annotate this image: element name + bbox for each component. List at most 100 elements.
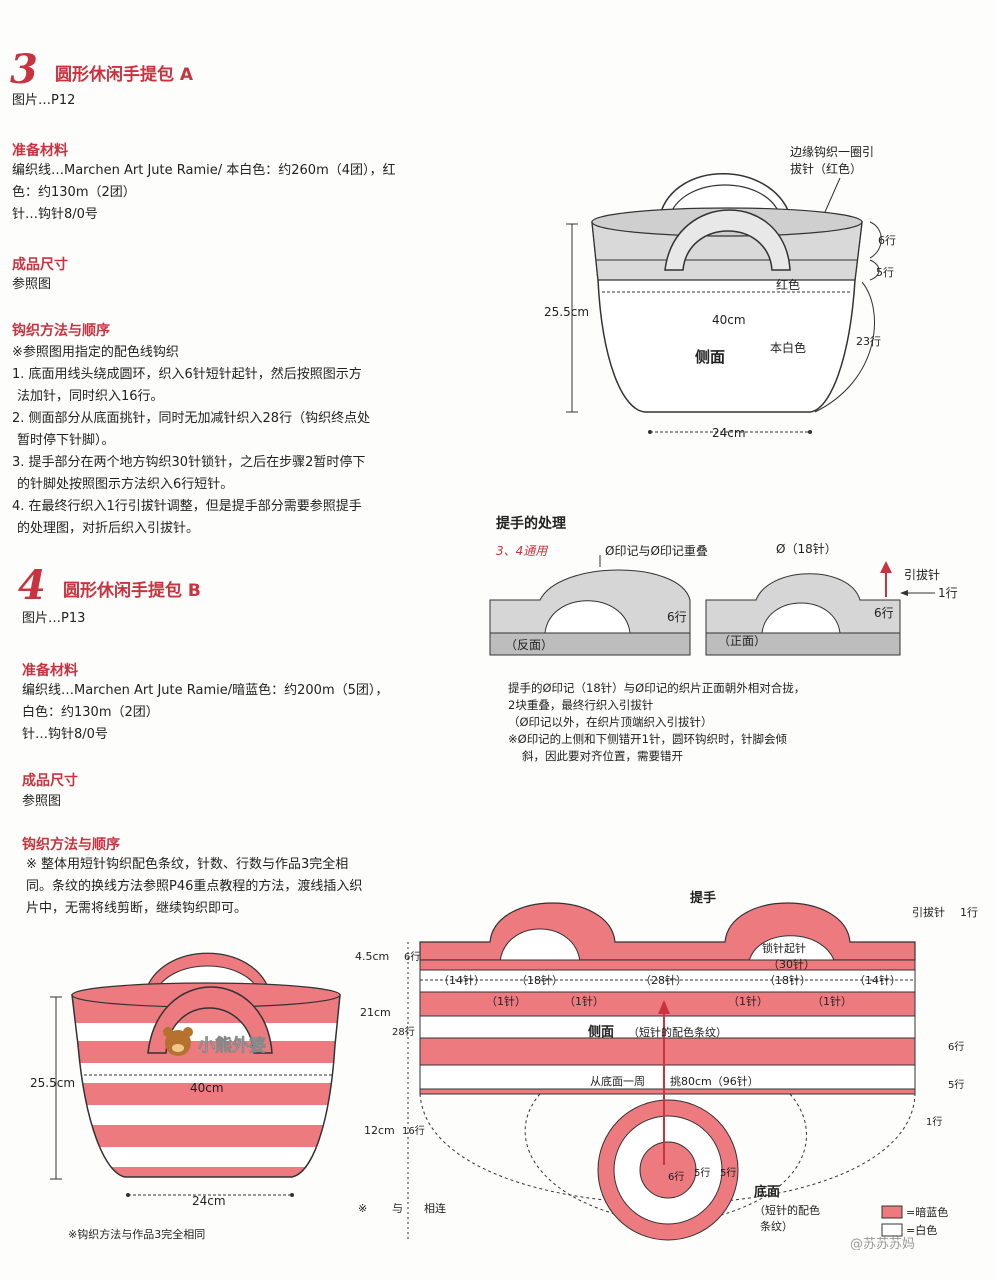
chart-h3: 12cm (364, 1124, 395, 1137)
handle-slip-rows: 1行 (938, 586, 958, 600)
bag-a-height: 25.5cm (544, 305, 589, 319)
materials-line: 色：约130m（2团） (12, 185, 136, 200)
bag-a-label-red: 红色 (776, 277, 800, 292)
chart-connect: 与 (392, 1202, 403, 1215)
bag-b-diagram: 25.5cm 40cm 24cm 小熊外婆 (30, 952, 341, 1208)
bag-a-label-side: 侧面 (695, 348, 725, 366)
handle-diagram: Ø印记与Ø印记重叠 Ø（18针） 引拔针 1行 6行 6行 （反面） （正面） (489, 541, 958, 656)
chart-right-rows: 6行 (948, 1040, 964, 1053)
chart-right-rows: 1行 (926, 1115, 942, 1128)
method-line: 的处理图，对折后织入引拔针。 (17, 521, 200, 536)
handle-note-line: 斜，因此要对齐位置，需要错开 (522, 749, 683, 763)
handle-reverse: （反面） (505, 638, 553, 652)
bag-b-watermark: 小熊外婆 (198, 1035, 266, 1056)
chart-chain-label: 锁针起针 (762, 941, 806, 955)
method-line: ※参照图用指定的配色线钩织 (12, 345, 179, 360)
pattern4-method: ※ 整体用短针钩织配色条纹，针数、行数与作品3完全相 同。条纹的换线方法参照P4… (26, 854, 476, 920)
method-line: 片中，无需将线剪断，继续钩织即可。 (26, 901, 248, 916)
bag-a-width-top: 40cm (712, 313, 746, 327)
chart-h2: 21cm (360, 1006, 391, 1019)
chart-connect-note: ※ (358, 1202, 367, 1215)
chart-st1: （1针） (564, 994, 604, 1008)
method-line: 暂时停下针脚）。 (17, 433, 115, 448)
handle-note-line: 2块重叠，最终行织入引拔针 (508, 698, 654, 712)
method-line: 3. 提手部分在两个地方钩织30针锁针，之后在步骤2暂时停下 (12, 455, 366, 470)
pattern3-method: ※参照图用指定的配色线钩织 1. 底面用线头绕成圆环，织入6针短针起针，然后按照… (12, 342, 472, 540)
bag-a-front-handle (664, 209, 791, 271)
handle-slip-label: 引拔针 (904, 567, 940, 582)
chart-pickup: 从底面一周 (590, 1074, 645, 1088)
handle-note-line: ※Ø印记的上侧和下侧错开1针，圆环钩织时，针脚会倾 (508, 732, 788, 746)
pattern4-materials-heading: 准备材料 (22, 663, 78, 679)
bag-a-rows-bot: 23行 (856, 335, 881, 348)
chart-base-note: （短针的配色 (754, 1203, 820, 1217)
chart-slip-label: 引拔针 (912, 905, 945, 919)
chart-st14a: （14针） (438, 973, 485, 987)
pattern3-size-heading: 成品尺寸 (12, 257, 68, 273)
bag-a-rows-top: 6行 (878, 234, 896, 247)
chart-base-rows: 5行 (720, 1166, 736, 1179)
chart-slip-rows: 1行 (960, 906, 978, 919)
handle-note-line: （Ø印记以外，在织片顶端织入引拔针） (508, 715, 713, 729)
chart-h1: 4.5cm (355, 950, 389, 963)
method-line: ※ 整体用短针钩织配色条纹，针数、行数与作品3完全相 (26, 857, 349, 872)
method-line: 法加针，同时织入16行。 (17, 389, 164, 404)
materials-line: 针…钩针8/0号 (12, 207, 98, 222)
bag-a-diagram: 25.5cm 40cm 24cm 红色 侧面 本白色 边缘钩织一圈引 拔针（红色… (544, 145, 896, 440)
handle-notes: 提手的Ø印记（18针）与Ø印记的织片正面朝外相对合拢， 2块重叠，最终行织入引拔… (508, 680, 978, 765)
legend-dark-swatch (881, 1205, 903, 1219)
method-line: 的针脚处按照图示方法织入6行短针。 (17, 477, 234, 492)
chart-base-label: 底面 (754, 1184, 780, 1200)
handle-note-line: 提手的Ø印记（18针）与Ø印记的织片正面朝外相对合拢， (508, 681, 806, 695)
bag-b-width-bottom: 24cm (192, 1194, 226, 1208)
bag-b-note: ※钩织方法与作品3完全相同 (68, 1228, 206, 1241)
pattern3-size: 参照图 (12, 277, 52, 292)
stitch-chart: 提手 引拔针 1行 4.5cm 6行 21cm 28行 12cm 16行 锁针起… (355, 890, 978, 1250)
chart-handle-label: 提手 (690, 890, 716, 906)
bag-b-width-top: 40cm (190, 1081, 224, 1095)
bag-b-height: 25.5cm (30, 1076, 75, 1090)
materials-line: 白色：约130m（2团） (22, 705, 159, 720)
chart-base-rows: 5行 (694, 1166, 710, 1179)
chart-st14b: （14针） (854, 973, 901, 987)
pattern4-number: 4 (18, 562, 46, 609)
pattern3-materials-heading: 准备材料 (12, 143, 68, 159)
chart-h2-rows: 28行 (392, 1025, 415, 1038)
handle-front: （正面） (718, 634, 766, 648)
chart-st18a: （18针） (516, 973, 563, 987)
chart-right-rows: 5行 (948, 1078, 964, 1091)
legend-dark: =暗蓝色 (906, 1205, 948, 1219)
pattern4-title: 圆形休闲手提包 B (63, 581, 201, 601)
method-line: 4. 在最终行织入1行引拔针调整，但是提手部分需要参照提手 (12, 499, 362, 514)
pattern4-size-heading: 成品尺寸 (22, 773, 78, 789)
chart-st18b: （18针） (764, 973, 811, 987)
method-line: 2. 侧面部分从底面挑针，同时无加减针织入28行（钩织终点处 (12, 411, 371, 426)
pattern3-materials: 编织线…Marchen Art Jute Ramie/ 本白色：约260m（4团… (12, 160, 462, 226)
pattern3-method-heading: 钩织方法与顺序 (12, 323, 110, 339)
pattern3-number: 3 (10, 46, 38, 93)
bag-b-front-handle (147, 986, 273, 1054)
bag-a-rows-mid: 5行 (876, 266, 894, 279)
chart-side-label: 侧面 (588, 1024, 614, 1040)
chart-base-rows: 6行 (668, 1170, 684, 1183)
handle-heading: 提手的处理 (496, 516, 566, 532)
handle-rows-left: 6行 (667, 610, 687, 624)
chart-pickup2: 挑80cm（96针） (670, 1074, 759, 1088)
chart-st28: （28针） (640, 973, 687, 987)
handle-mark-note: Ø印记与Ø印记重叠 (605, 544, 708, 558)
method-line: 1. 底面用线头绕成圆环，织入6针短针起针，然后按照图示方 (12, 367, 362, 382)
pattern3-title: 圆形休闲手提包 A (55, 65, 194, 85)
weibo-watermark: @苏苏苏妈 (850, 1236, 915, 1250)
chart-st1: （1针） (728, 994, 768, 1008)
materials-line: 针…钩针8/0号 (22, 727, 108, 742)
bag-b-body (71, 994, 341, 1178)
legend-white-swatch (881, 1223, 903, 1237)
chart-connect2: 相连 (424, 1202, 446, 1215)
handle-mark-count: Ø（18针） (776, 541, 837, 556)
handle-rows-right: 6行 (874, 606, 894, 620)
chart-st1: （1针） (812, 994, 852, 1008)
bag-a-width-bottom: 24cm (712, 426, 746, 440)
pattern3-picture: 图片…P12 (12, 93, 76, 108)
bag-a-edge-note: 拔针（红色） (790, 161, 862, 176)
pattern4-picture: 图片…P13 (22, 611, 86, 626)
